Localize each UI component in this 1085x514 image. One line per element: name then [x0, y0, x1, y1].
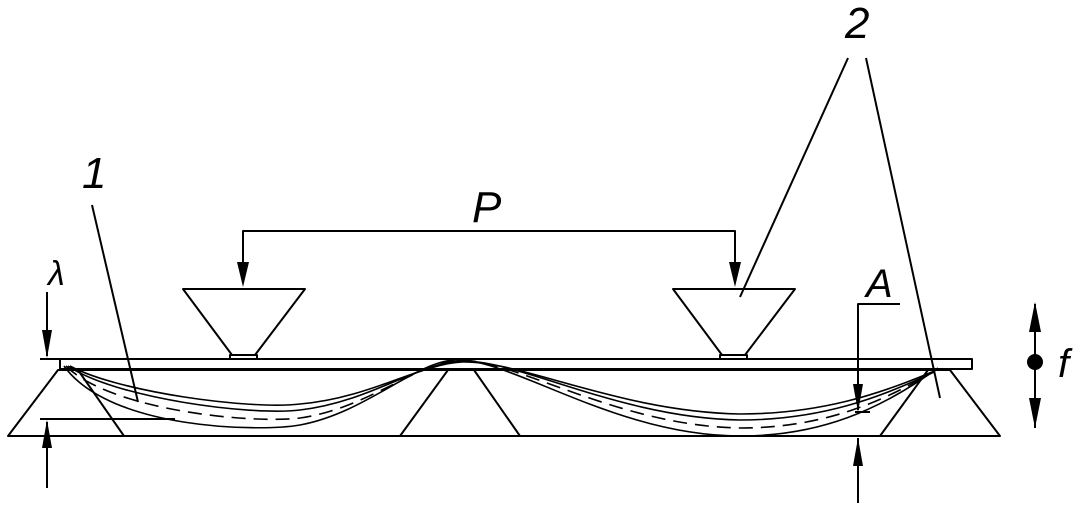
curve-outer — [63, 359, 939, 437]
section-a-arrow-bottom — [853, 438, 863, 466]
leader-2-left — [739, 57, 849, 298]
load-block-left-foot — [229, 354, 258, 360]
base-trapezoid — [7, 369, 1001, 437]
section-a-leader — [857, 303, 900, 410]
lambda-dimension — [40, 292, 175, 488]
load-block-right-foot — [719, 354, 748, 360]
label-part-2: 2 — [844, 0, 869, 48]
lambda-arrow-bottom — [42, 420, 52, 448]
load-blocks — [182, 288, 796, 360]
leader-2-right — [865, 57, 941, 399]
load-block-right — [672, 288, 796, 356]
deflection-curves — [63, 359, 939, 437]
load-arrow-right — [729, 262, 741, 287]
curve-inner-2 — [69, 361, 933, 415]
label-f: f — [1058, 342, 1073, 386]
specimen-plate — [59, 358, 973, 370]
f-dot — [1027, 354, 1043, 370]
label-section-a: A — [864, 262, 893, 306]
plate — [59, 358, 973, 370]
leader-lines — [91, 57, 941, 403]
lambda-arrow-top — [42, 330, 52, 358]
leader-1 — [91, 204, 139, 403]
section-a-marker — [853, 303, 900, 503]
load-arrow-left — [237, 262, 249, 287]
load-bracket — [237, 230, 741, 287]
load-block-left — [182, 288, 306, 356]
label-part-1: 1 — [82, 149, 106, 198]
f-arrow-up — [1029, 302, 1041, 332]
center-support-left-leg — [399, 369, 449, 437]
f-motion-indicator — [1027, 302, 1043, 428]
label-load-p: P — [472, 183, 502, 232]
center-support-right-leg — [473, 369, 521, 437]
label-lambda: λ — [46, 255, 65, 293]
section-a-arrow-top — [853, 384, 863, 412]
f-arrow-down — [1029, 398, 1041, 428]
load-bracket-line — [242, 230, 736, 282]
base-support — [7, 369, 1001, 437]
